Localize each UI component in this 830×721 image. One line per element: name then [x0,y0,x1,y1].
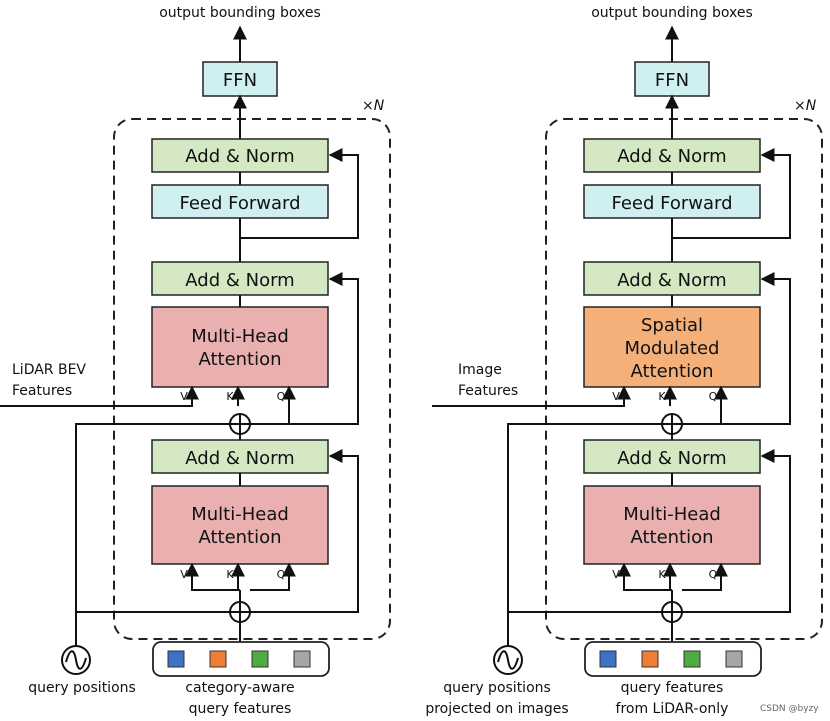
sine-wave-curve [65,650,87,670]
self-k-label: K [658,568,666,581]
input-features-label-line-2: Features [458,383,518,399]
add-norm-top-block [151,138,329,173]
repeat-block-outline [545,118,823,640]
features-to-v [432,385,631,407]
repeat-label: ×N [362,98,385,114]
pos-to-plus-top [75,423,230,630]
input-features-label-line-2: Features [12,383,72,399]
self-to-q [682,562,728,591]
cross-v-label: V [612,390,620,403]
self-attention-label-line-1: Multi-Head [623,504,721,525]
cross-q-label: Q [277,390,286,403]
sine-wave-icon [493,645,523,675]
token-gray [293,650,311,668]
feed-forward-block [583,184,761,219]
self-to-v [185,562,240,591]
token-orange [641,650,659,668]
input-features-label-line-1: LiDAR BEV [12,362,86,378]
cross-v-label: V [180,390,188,403]
add-norm-top-label: Add & Norm [617,146,726,167]
output-label: output bounding boxes [591,5,753,21]
query-features-label-line-1: query features [621,680,724,696]
query-positions-label-line-1: query positions [443,680,551,696]
residual-mid [240,272,359,425]
ffn-label: FFN [655,70,689,91]
cross-k-label: K [226,390,234,403]
self-v-label: V [612,568,620,581]
cross-attention-label-line-3: Attention [630,361,713,382]
feed-forward-label: Feed Forward [179,193,300,214]
residual-low [240,449,359,613]
query-features-box [584,641,762,677]
query-positions-label-line-2: projected on images [425,701,568,717]
residual-top [672,148,791,239]
residual-low [672,449,791,613]
feed-forward-label: Feed Forward [611,193,732,214]
add-norm-mid-label: Add & Norm [617,270,726,291]
token-green [251,650,269,668]
query-features-label-line-1: category-aware [185,680,294,696]
add-norm-low-label: Add & Norm [185,448,294,469]
add-norm-mid-label: Add & Norm [185,270,294,291]
self-q-label: Q [277,568,286,581]
query-features-box [152,641,330,677]
token-orange [209,650,227,668]
cross-k-label: K [658,390,666,403]
sine-wave-curve [497,650,519,670]
token-green [683,650,701,668]
query-features-label-line-2: from LiDAR-only [616,701,729,717]
add-norm-top-block [583,138,761,173]
ffn-label: FFN [223,70,257,91]
add-norm-mid-block [151,261,329,296]
cross-attention-label-line-1: Multi-Head [191,326,289,347]
self-attention-block [583,485,761,565]
self-q-label: Q [709,568,718,581]
self-attention-label-line-1: Multi-Head [191,504,289,525]
add-norm-mid-block [583,261,761,296]
feed-forward-block [151,184,329,219]
residual-top [240,148,359,239]
query-features-label-line-2: query features [189,701,292,717]
self-attention-label-line-2: Attention [198,527,281,548]
token-blue [599,650,617,668]
token-gray [725,650,743,668]
self-k-label: K [226,568,234,581]
self-v-label: V [180,568,188,581]
cross-attention-label-line-2: Attention [198,349,281,370]
token-blue [167,650,185,668]
self-attention-block [151,485,329,565]
pos-to-plus-top [507,423,662,630]
sine-wave-icon [61,645,91,675]
cross-q-label: Q [709,390,718,403]
cross-attention-label-line-2: Modulated [625,338,720,359]
features-to-v [0,385,199,407]
query-positions-label: query positions [28,680,136,696]
cross-attention-block [151,306,329,388]
repeat-label: ×N [794,98,817,114]
input-features-label-line-1: Image [458,362,502,378]
self-to-v [617,562,672,591]
watermark: CSDN @byzy [760,704,819,714]
self-attention-label-line-2: Attention [630,527,713,548]
output-label: output bounding boxes [159,5,321,21]
repeat-block-outline [113,118,391,640]
residual-mid [672,272,791,425]
add-norm-low-label: Add & Norm [617,448,726,469]
cross-attention-label-line-1: Spatial [641,315,703,336]
self-to-q [250,562,296,591]
add-norm-top-label: Add & Norm [185,146,294,167]
